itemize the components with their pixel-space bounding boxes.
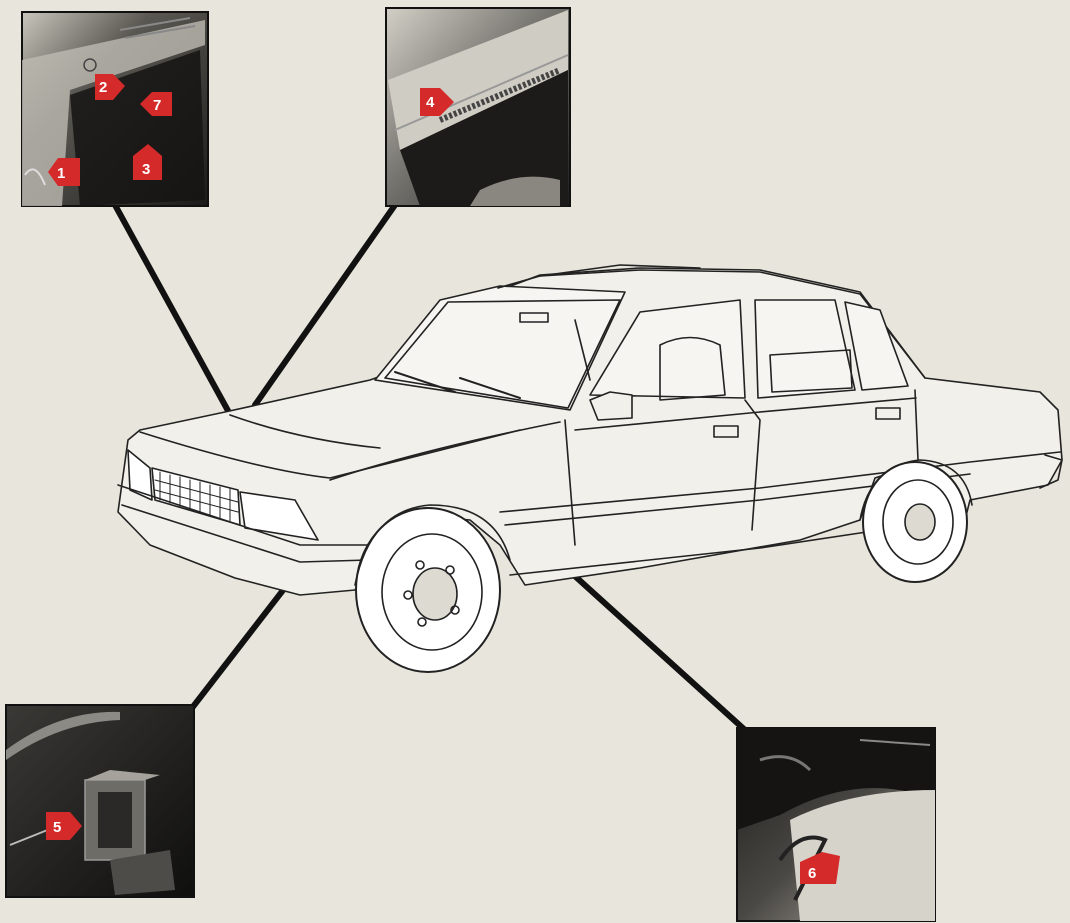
svg-text:2: 2: [99, 79, 107, 96]
marker-1: 1: [48, 158, 80, 186]
leader-line-b: [252, 202, 398, 408]
svg-text:5: 5: [53, 819, 61, 836]
callout-arrow-icon: [95, 74, 125, 100]
callout-arrow-icon: [800, 852, 840, 884]
callout-arrow-icon: [420, 88, 454, 116]
marker-5: 5: [46, 812, 82, 840]
svg-text:1: 1: [57, 165, 65, 182]
marker-7: 7: [140, 92, 172, 116]
leader-line-a: [112, 202, 235, 421]
svg-text:7: 7: [153, 97, 161, 114]
svg-text:4: 4: [426, 94, 435, 111]
callout-arrow-icon: [48, 158, 80, 186]
marker-4: 4: [420, 88, 454, 116]
svg-text:6: 6: [808, 865, 816, 882]
photo-c: [5, 704, 195, 898]
svg-text:3: 3: [142, 161, 150, 178]
photo-b: [385, 7, 571, 207]
marker-6: 6: [800, 852, 840, 884]
photo-d: [736, 727, 936, 922]
callout-arrow-icon: [140, 92, 172, 116]
marker-3: 3: [133, 144, 162, 180]
callout-arrow-icon: [133, 144, 162, 180]
car-icon: [117, 264, 1063, 673]
marker-2: 2: [95, 74, 125, 100]
photo-a: [21, 11, 209, 207]
callout-arrow-icon: [46, 812, 82, 840]
